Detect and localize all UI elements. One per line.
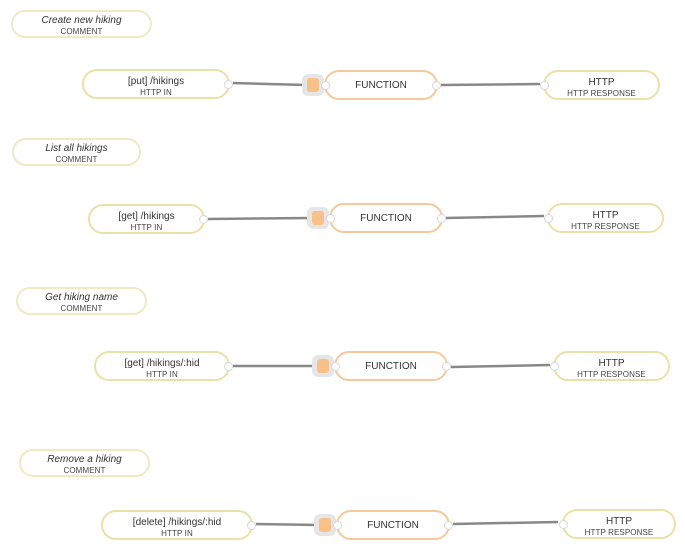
input-port[interactable]: [326, 214, 335, 223]
function-toggle-button[interactable]: [314, 514, 336, 536]
http-in-type-label: HTTP IN: [130, 223, 163, 232]
wire-function-to-http-response[interactable]: [445, 214, 545, 220]
comment-type-label: COMMENT: [60, 304, 103, 313]
http-in-node[interactable]: [get] /hikings/:hid HTTP IN: [94, 351, 233, 381]
function-label: FUNCTION: [355, 80, 407, 91]
http-response-node[interactable]: HTTP HTTP RESPONSE: [540, 70, 660, 100]
http-in-node[interactable]: [get] /hikings HTTP IN: [88, 204, 208, 234]
wire-http-in-to-function[interactable]: [255, 522, 319, 527]
output-port[interactable]: [199, 215, 208, 224]
function-label: FUNCTION: [367, 520, 419, 531]
comment-type-label: COMMENT: [63, 466, 106, 475]
function-toggle-button[interactable]: [302, 74, 324, 96]
toggle-indicator-icon: [319, 518, 331, 532]
comment-title: List all hikings: [45, 143, 108, 154]
comment-node[interactable]: Remove a hiking COMMENT: [19, 449, 150, 477]
function-node[interactable]: FUNCTION: [321, 70, 441, 100]
http-in-type-label: HTTP IN: [146, 370, 178, 379]
comment-type-label: COMMENT: [55, 155, 98, 164]
output-port[interactable]: [247, 521, 256, 530]
http-response-node[interactable]: HTTP HTTP RESPONSE: [559, 509, 676, 539]
http-in-route: [put] /hikings: [127, 76, 185, 87]
comment-title: Remove a hiking: [47, 454, 122, 465]
http-in-type-label: HTTP IN: [161, 529, 193, 538]
http-response-type-label: HTTP RESPONSE: [571, 222, 640, 231]
http-response-title: HTTP: [598, 358, 625, 369]
http-response-node[interactable]: HTTP HTTP RESPONSE: [550, 351, 670, 381]
wire-http-in-to-function[interactable]: [232, 81, 307, 87]
input-port[interactable]: [540, 81, 549, 90]
output-port[interactable]: [444, 521, 453, 530]
function-label: FUNCTION: [360, 213, 412, 224]
comment-type-label: COMMENT: [60, 27, 103, 36]
input-port[interactable]: [544, 214, 553, 223]
input-port[interactable]: [331, 362, 340, 371]
http-in-route: [get] /hikings: [118, 211, 175, 222]
http-response-title: HTTP: [605, 516, 633, 527]
comment-title: Get hiking name: [45, 292, 118, 303]
wire-function-to-http-response[interactable]: [440, 82, 541, 87]
wire-function-to-http-response[interactable]: [452, 520, 559, 526]
output-port[interactable]: [224, 80, 233, 89]
output-port[interactable]: [442, 362, 451, 371]
output-port[interactable]: [224, 362, 233, 371]
http-in-route: [get] /hikings/:hid: [124, 358, 200, 369]
output-port[interactable]: [432, 81, 441, 90]
http-response-title: HTTP: [592, 210, 619, 221]
input-port[interactable]: [321, 81, 330, 90]
comment-title: Create new hiking: [41, 15, 122, 26]
toggle-indicator-icon: [317, 359, 329, 373]
http-response-node[interactable]: HTTP HTTP RESPONSE: [544, 203, 664, 233]
input-port[interactable]: [559, 520, 568, 529]
input-port[interactable]: [550, 362, 559, 371]
input-port[interactable]: [333, 521, 342, 530]
http-response-type-label: HTTP RESPONSE: [577, 370, 646, 379]
http-in-node[interactable]: [put] /hikings HTTP IN: [82, 69, 233, 99]
function-node[interactable]: FUNCTION: [326, 203, 446, 233]
http-response-title: HTTP: [588, 77, 615, 88]
function-toggle-button[interactable]: [307, 207, 329, 229]
toggle-indicator-icon: [307, 78, 319, 92]
comment-node[interactable]: Get hiking name COMMENT: [16, 287, 147, 315]
function-node[interactable]: FUNCTION: [333, 510, 453, 540]
http-in-type-label: HTTP IN: [140, 88, 172, 97]
http-response-type-label: HTTP RESPONSE: [584, 528, 654, 537]
function-label: FUNCTION: [365, 361, 417, 372]
http-in-route: [delete] /hikings/:hid: [132, 517, 222, 528]
toggle-indicator-icon: [312, 211, 324, 225]
comment-node[interactable]: Create new hiking COMMENT: [11, 10, 152, 38]
wire-function-to-http-response[interactable]: [450, 363, 551, 369]
wire-http-in-to-function[interactable]: [207, 216, 312, 221]
http-response-type-label: HTTP RESPONSE: [567, 89, 636, 98]
comment-node[interactable]: List all hikings COMMENT: [12, 138, 141, 166]
function-toggle-button[interactable]: [312, 355, 334, 377]
http-in-node[interactable]: [delete] /hikings/:hid HTTP IN: [101, 510, 256, 540]
function-node[interactable]: FUNCTION: [331, 351, 451, 381]
output-port[interactable]: [437, 214, 446, 223]
